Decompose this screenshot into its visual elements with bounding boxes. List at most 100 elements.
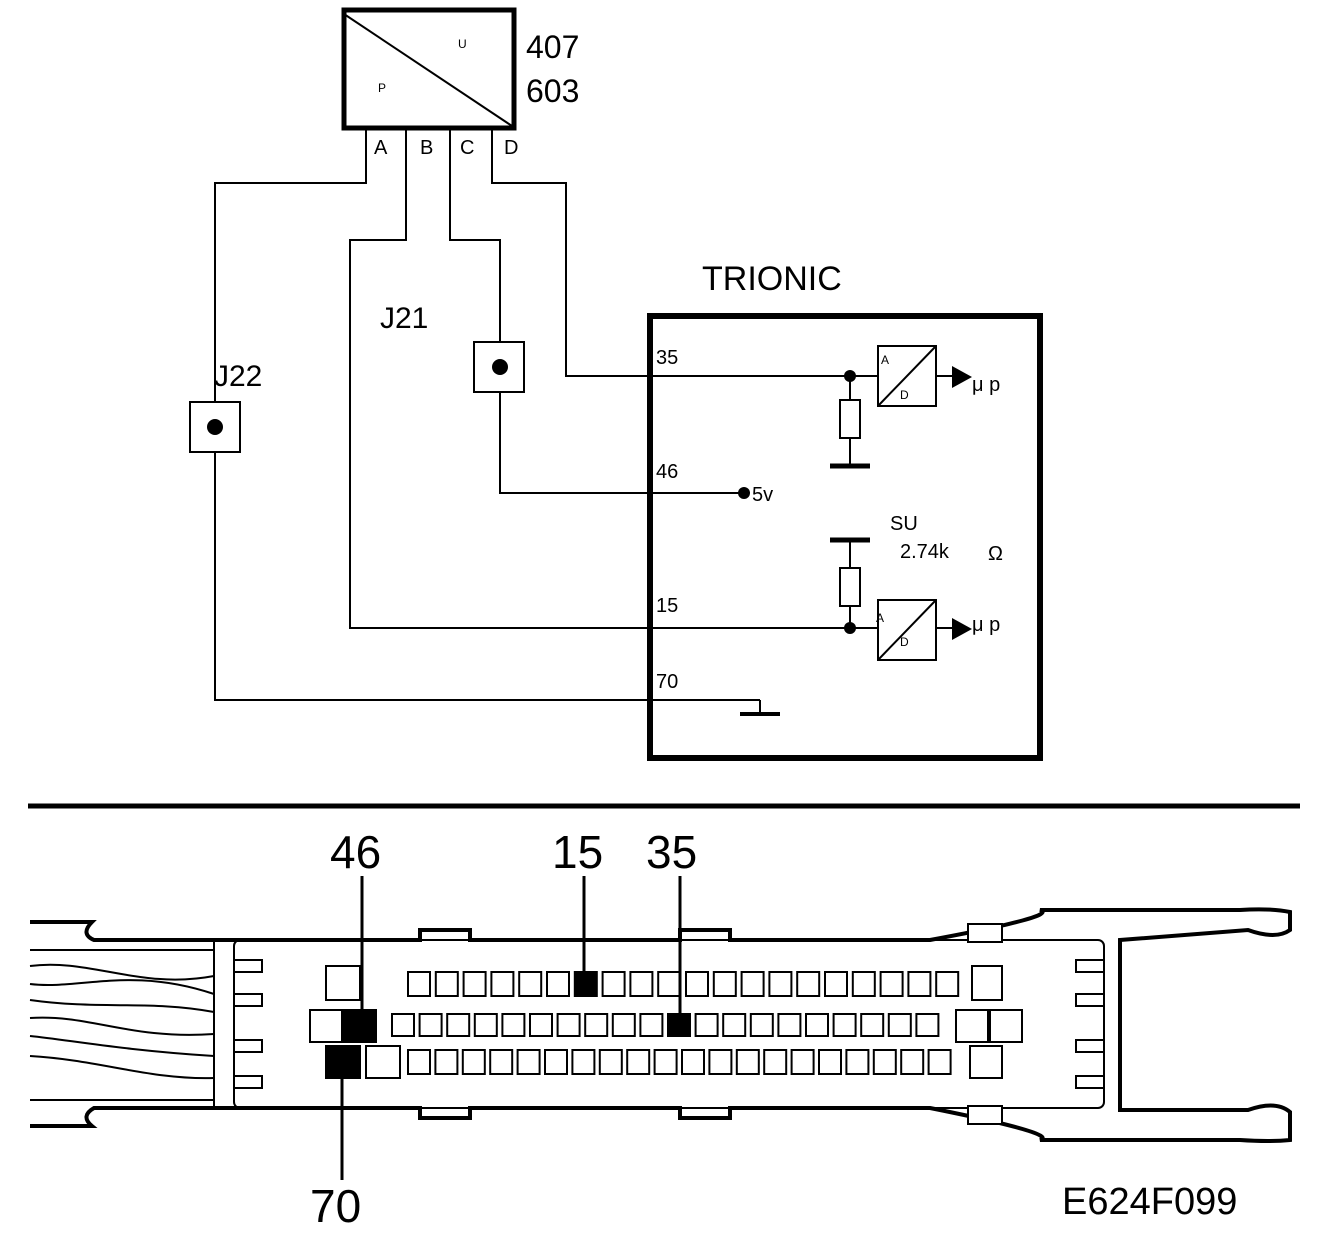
connector-pin bbox=[694, 1013, 719, 1037]
connector-pin bbox=[407, 1049, 431, 1075]
connector-pin bbox=[818, 1049, 842, 1075]
wire-c-lower bbox=[499, 392, 648, 494]
connector-pin bbox=[611, 1013, 636, 1037]
connector-pin bbox=[434, 971, 459, 997]
connector-pin bbox=[685, 971, 709, 997]
junction-j21 bbox=[473, 341, 525, 393]
wires bbox=[214, 160, 648, 701]
connector-pin bbox=[529, 1013, 553, 1037]
resistor-upper bbox=[839, 399, 861, 439]
ecu-pin-46: 46 bbox=[656, 461, 678, 483]
connector-pin-large bbox=[989, 1009, 1023, 1043]
connector-pin bbox=[900, 1049, 925, 1075]
connector-pin bbox=[490, 971, 515, 997]
sensor-pin-a: A bbox=[374, 137, 388, 159]
connector-pin bbox=[391, 1013, 415, 1037]
wire-d bbox=[491, 160, 648, 377]
connector-pin bbox=[832, 1013, 857, 1037]
latch-bottom bbox=[967, 1105, 1003, 1125]
connector-pin bbox=[735, 1049, 760, 1075]
sensor-part-number-2: 603 bbox=[526, 73, 579, 109]
connector-pin bbox=[418, 1013, 443, 1037]
connector-pin bbox=[546, 971, 570, 997]
sensor-pin-d: D bbox=[504, 137, 518, 159]
connector-pin bbox=[824, 971, 848, 997]
connector-pin bbox=[489, 1049, 514, 1075]
callout-15: 15 bbox=[552, 826, 603, 878]
connector-pin-large bbox=[969, 1045, 1003, 1079]
connector-pin bbox=[462, 971, 487, 997]
sensor-pin-b: B bbox=[420, 137, 433, 159]
adc-lower-a: A bbox=[876, 611, 884, 625]
connector-pin bbox=[845, 1049, 870, 1075]
pin-grid bbox=[309, 965, 1023, 1079]
su-label: SU bbox=[890, 513, 918, 535]
connector-pin bbox=[879, 971, 904, 997]
connector-pin bbox=[518, 971, 543, 997]
connector-pin bbox=[501, 1013, 526, 1037]
resistor-su bbox=[839, 567, 861, 607]
ecu-box bbox=[647, 313, 1043, 761]
connector-pin-large bbox=[955, 1009, 989, 1043]
connector-pin bbox=[407, 971, 431, 997]
ohm-symbol: Ω bbox=[988, 543, 1003, 565]
junction-j22-label: J22 bbox=[214, 360, 262, 393]
connector-pin bbox=[749, 1013, 774, 1037]
connector-pin bbox=[722, 1013, 747, 1037]
connector-pin bbox=[860, 1013, 885, 1037]
connector-pin bbox=[544, 1049, 568, 1075]
connector-drawing bbox=[29, 907, 1292, 1143]
connector-pin bbox=[516, 1049, 541, 1075]
connector-pin-large bbox=[309, 1009, 343, 1043]
connector-pin bbox=[681, 1049, 705, 1075]
ecu-title: TRIONIC bbox=[702, 260, 842, 298]
mu-p-lower: μ p bbox=[972, 614, 1000, 636]
connector-pin bbox=[927, 1049, 952, 1075]
sensor-label-p: P bbox=[378, 81, 386, 95]
ecu-pin-70: 70 bbox=[656, 671, 678, 693]
connector-pin bbox=[708, 1049, 733, 1075]
connector-pin bbox=[872, 1049, 897, 1075]
connector-pin-46 bbox=[343, 1009, 377, 1043]
connector-pin bbox=[629, 971, 654, 997]
ecu-pin-15: 15 bbox=[656, 595, 678, 617]
junction-j22 bbox=[189, 401, 241, 453]
connector-pin bbox=[473, 1013, 498, 1037]
adc-upper-a: A bbox=[881, 353, 889, 367]
connector-pin bbox=[763, 1049, 788, 1075]
pressure-sensor: U P 407 603 bbox=[341, 7, 579, 131]
connector-pin-70 bbox=[325, 1045, 361, 1079]
sensor-label-u: U bbox=[458, 37, 467, 51]
connector-pin bbox=[712, 971, 737, 997]
ecu-internal-wiring bbox=[648, 375, 878, 714]
callout-lines bbox=[340, 876, 682, 1180]
callout-46: 46 bbox=[330, 826, 381, 878]
adc-lower-d: D bbox=[900, 635, 909, 649]
connector-pin bbox=[768, 971, 793, 997]
output-arrow-upper bbox=[936, 366, 972, 388]
connector-pin bbox=[796, 971, 821, 997]
connector-pin bbox=[915, 1013, 940, 1037]
sensor-pin-leads bbox=[365, 128, 493, 160]
connector-pin bbox=[740, 971, 765, 997]
connector-pin bbox=[657, 971, 682, 997]
connector-pin bbox=[446, 1013, 471, 1037]
connector-pin bbox=[556, 1013, 581, 1037]
callout-35: 35 bbox=[646, 826, 697, 878]
connector-pin bbox=[639, 1013, 664, 1037]
su-value: 2.74k bbox=[900, 541, 950, 563]
connector-pin bbox=[907, 971, 932, 997]
junction-j21-label: J21 bbox=[380, 302, 428, 335]
node-dot-5v bbox=[738, 487, 750, 499]
figure-code: E624F099 bbox=[1062, 1181, 1237, 1223]
sensor-pin-c: C bbox=[460, 137, 474, 159]
connector-pin bbox=[805, 1013, 829, 1037]
connector-pin-large bbox=[325, 965, 361, 1001]
comb-notches bbox=[234, 959, 1104, 1089]
connector-pin bbox=[851, 971, 876, 997]
callout-70: 70 bbox=[310, 1180, 361, 1232]
connector-pin bbox=[584, 1013, 609, 1037]
node-dot-35 bbox=[844, 370, 856, 382]
sensor-body bbox=[341, 7, 517, 131]
